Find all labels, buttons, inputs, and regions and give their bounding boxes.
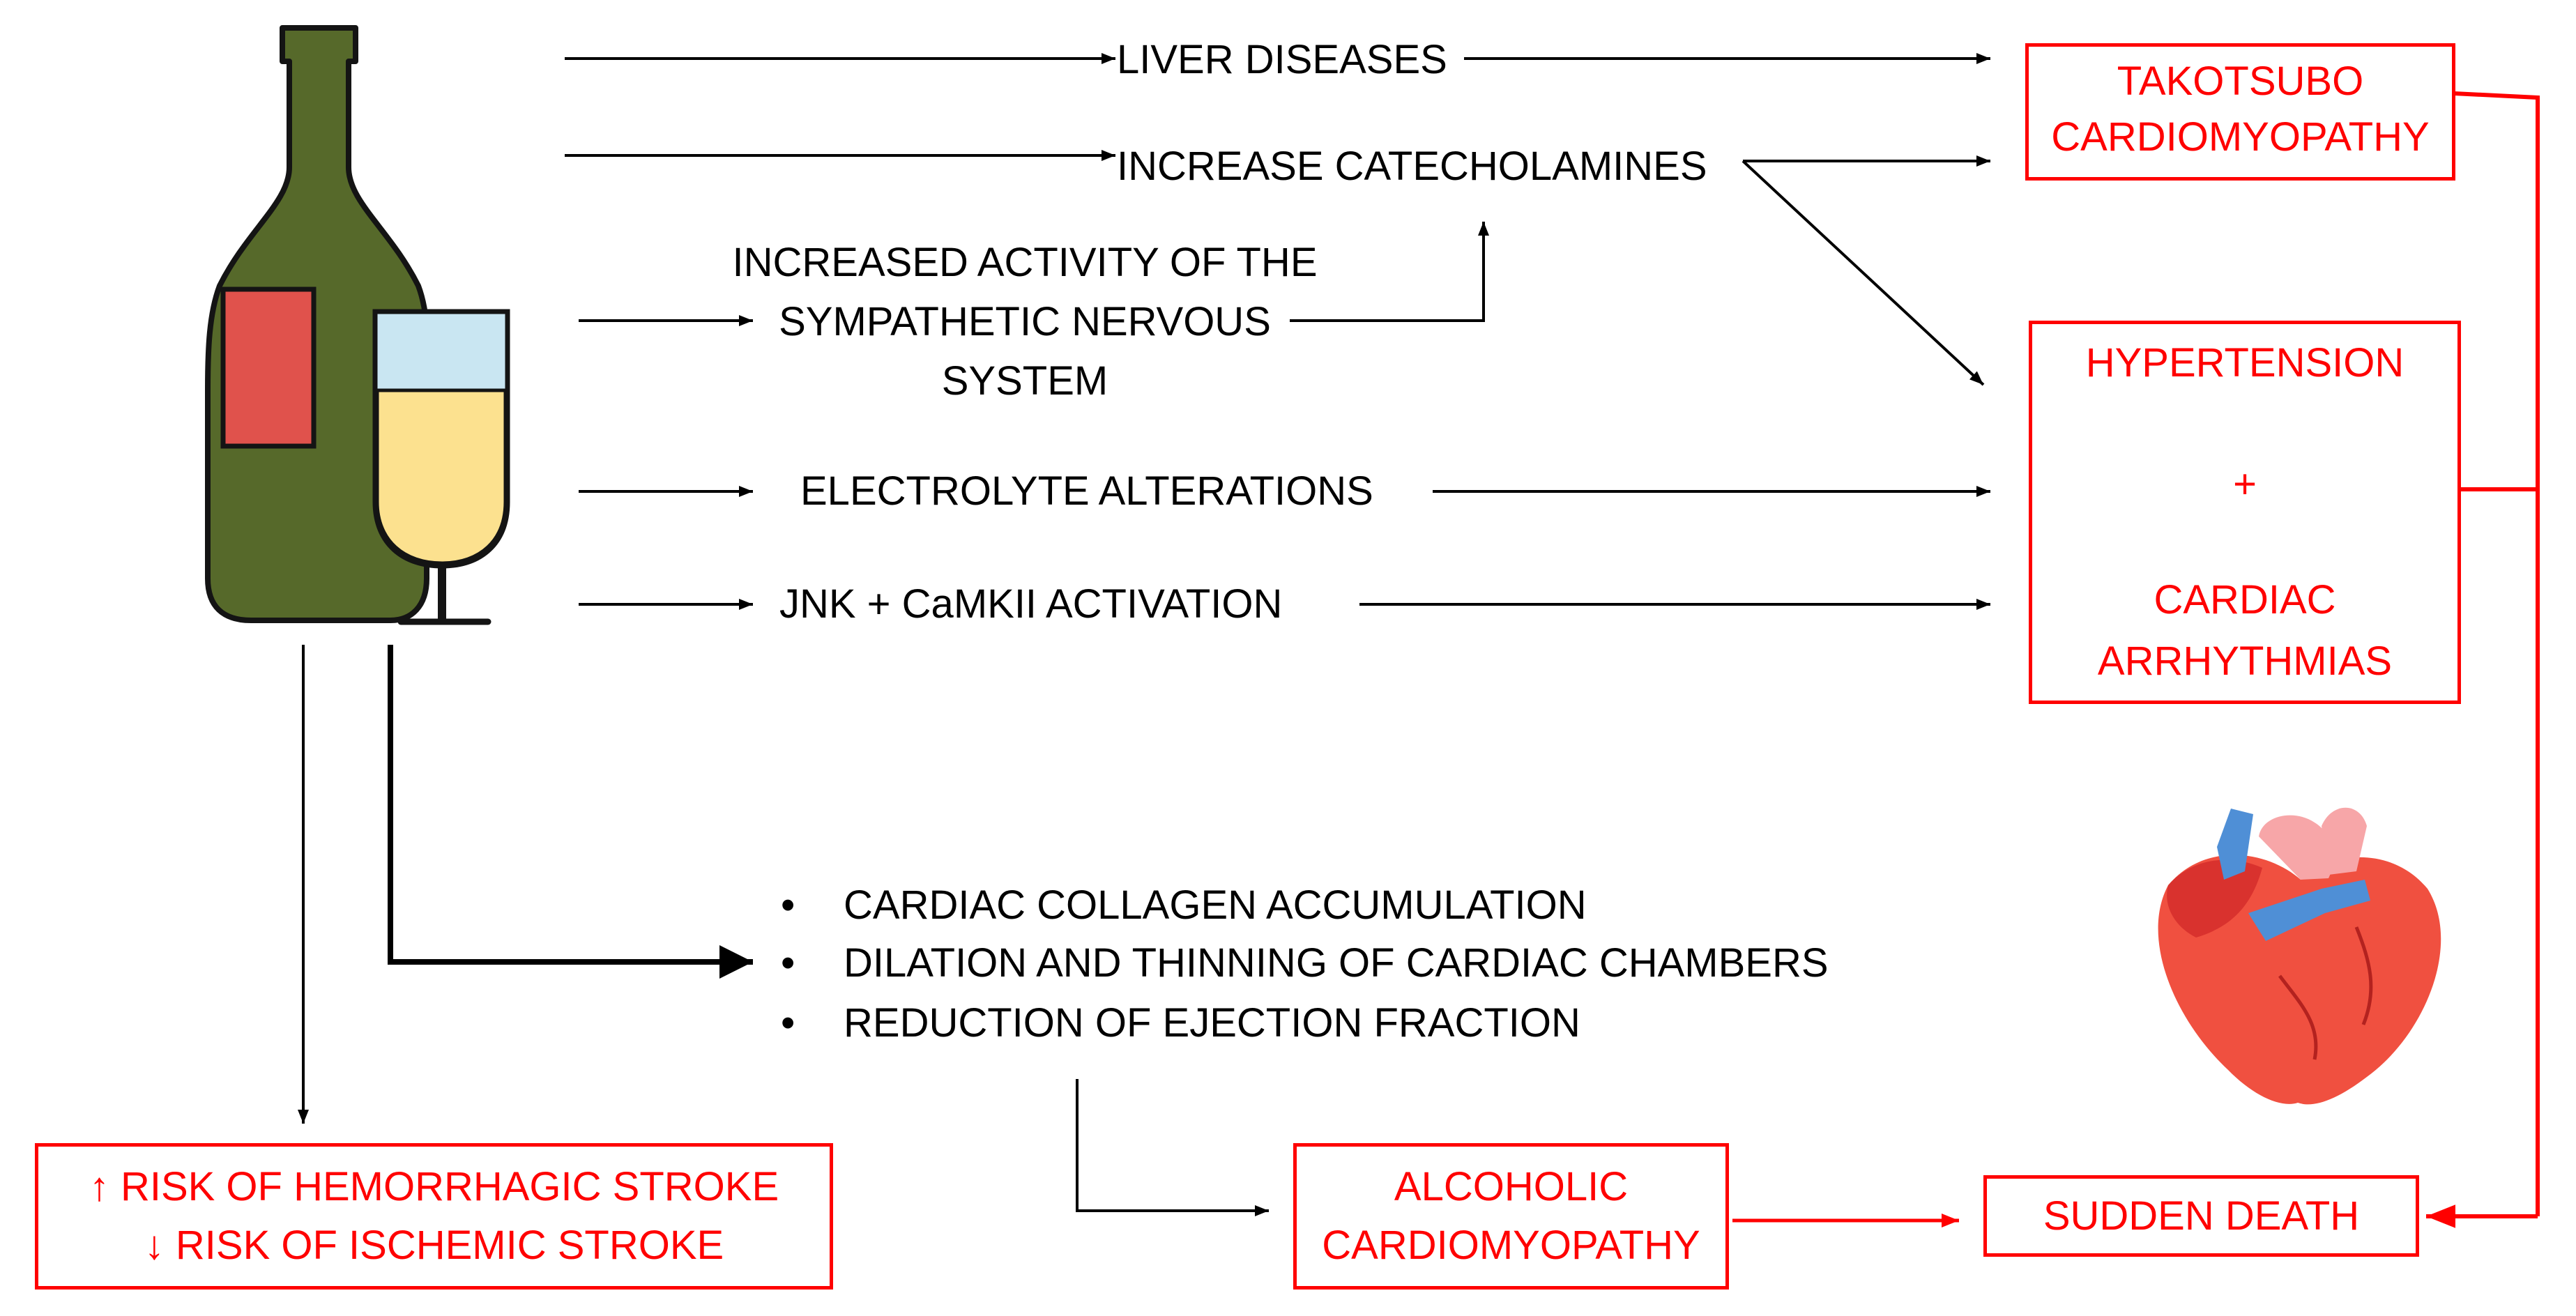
electrolyte-label: ELECTROLYTE ALTERATIONS	[800, 468, 1373, 514]
wine-glass-icon	[372, 309, 510, 625]
sympathetic-label-line2: SYMPATHETIC NERVOUS	[779, 299, 1271, 344]
takotsubo-label-line2: CARDIOMYOPATHY	[2051, 114, 2430, 160]
takotsubo-box	[2025, 43, 2455, 181]
hemorrhagic-stroke-label: ↑ RISK OF HEMORRHAGIC STROKE	[89, 1164, 779, 1209]
red-line-takotsubo	[2453, 91, 2540, 1216]
alcoholic-cardiomyopathy-box	[1293, 1143, 1729, 1290]
takotsubo-label-line1: TAKOTSUBO	[2117, 59, 2364, 104]
hypertension-label: HYPERTENSION	[2085, 340, 2404, 385]
catecholamines-label: INCREASE CATECHOLAMINES	[1117, 144, 1707, 189]
stroke-risk-box	[35, 1143, 833, 1290]
sympathetic-label-line3: SYSTEM	[941, 358, 1108, 404]
alcoholic-label-line2: CARDIOMYOPATHY	[1322, 1223, 1700, 1268]
list-item: DILATION AND THINNING OF CARDIAC CHAMBER…	[844, 940, 1829, 986]
sympathetic-label-line1: INCREASED ACTIVITY OF THE	[732, 240, 1318, 285]
liver-diseases-label: LIVER DISEASES	[1117, 37, 1447, 82]
sudden-death-label: SUDDEN DEATH	[2043, 1193, 2360, 1239]
bullet-dot: •	[781, 882, 795, 928]
list-item: CARDIAC COLLAGEN ACCUMULATION	[844, 882, 1587, 928]
heart-icon	[2158, 807, 2441, 1105]
arrow-to-structural-changes	[388, 645, 753, 979]
bullet-dot: •	[781, 1000, 795, 1046]
ischemic-stroke-label: ↓ RISK OF ISCHEMIC STROKE	[144, 1223, 724, 1268]
arrhythmias-label-line1: CARDIAC	[2154, 577, 2336, 622]
arrow-structural-to-alcoholic	[1076, 1079, 1269, 1216]
arrhythmias-label-line2: ARRHYTHMIAS	[2097, 638, 2393, 684]
list-item: REDUCTION OF EJECTION FRACTION	[844, 1000, 1580, 1046]
plus-label: +	[2233, 461, 2257, 507]
arrow-catecholamines-to-hypertension	[1742, 160, 1985, 386]
bullet-dot: •	[781, 940, 795, 986]
hypertension-arrhythmias-box	[2029, 321, 2461, 704]
sudden-death-box	[1983, 1175, 2419, 1257]
alcoholic-label-line1: ALCOHOLIC	[1394, 1164, 1629, 1209]
jnk-camkii-label: JNK + CaMKII ACTIVATION	[779, 581, 1283, 627]
arrow-sympathetic-to-catecholamines	[1290, 222, 1489, 322]
